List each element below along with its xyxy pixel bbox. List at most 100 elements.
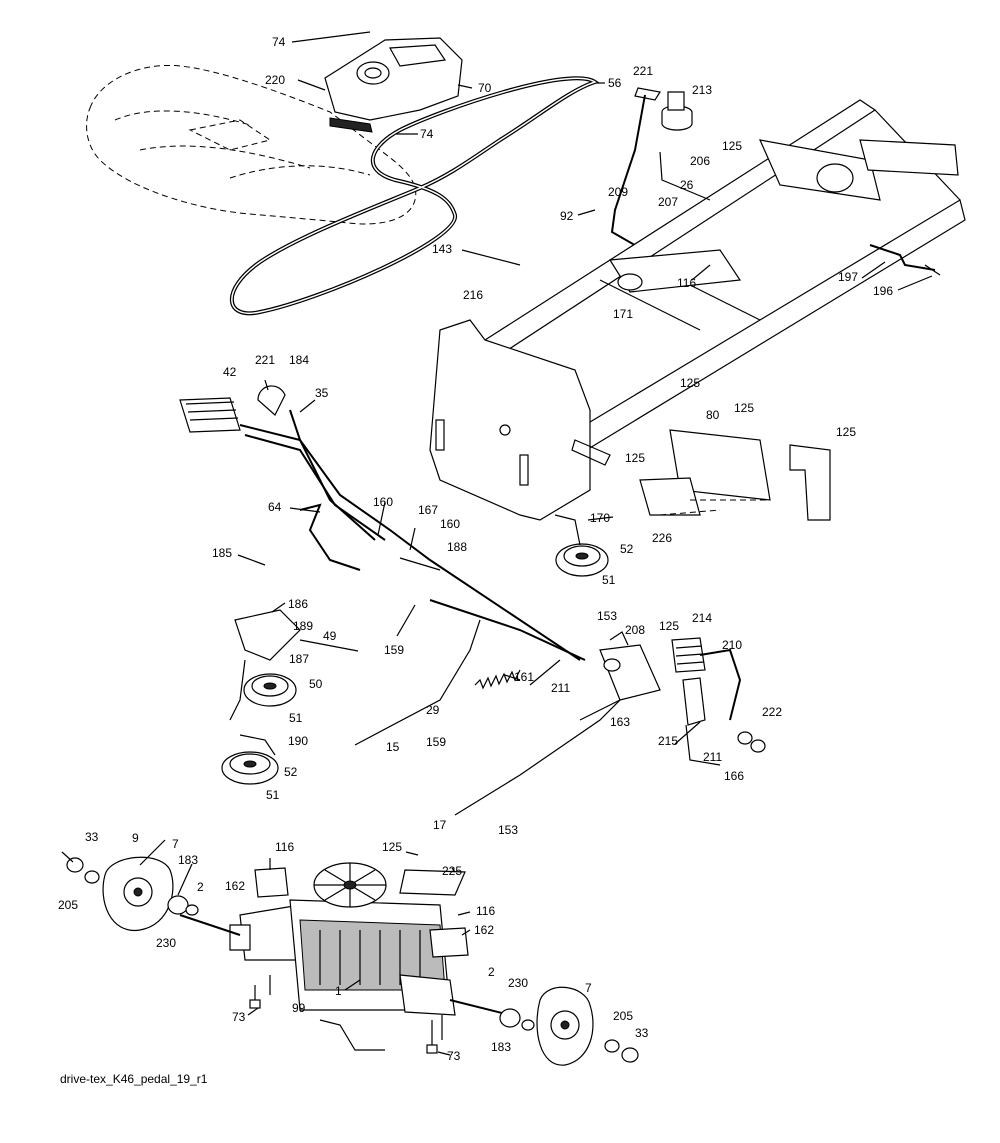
label-125: 125 [734,401,754,415]
dash-console [324,37,463,133]
label-2: 2 [197,880,204,894]
rod-29 [354,619,481,746]
label-99: 99 [292,1001,306,1015]
label-33: 33 [85,830,99,844]
label-51: 51 [602,573,616,587]
drive-belt [229,76,600,316]
label-2: 2 [488,965,495,979]
label-159: 159 [426,735,446,749]
label-206: 206 [690,154,710,168]
label-162: 162 [474,923,494,937]
label-214: 214 [692,611,712,625]
label-159: 159 [384,643,404,657]
label-52: 52 [620,542,634,556]
diagram-caption: drive-tex_K46_pedal_19_r1 [60,1072,208,1086]
label-7: 7 [585,981,592,995]
label-230: 230 [156,936,176,950]
label-64: 64 [268,500,282,514]
label-186: 186 [288,597,308,611]
part-labels: 74 220 70 74 56 221 213 125 206 209 26 9… [58,35,893,1063]
label-153: 153 [597,609,617,623]
label-26: 26 [680,178,694,192]
label-188: 188 [447,540,467,554]
label-42: 42 [223,365,237,379]
label-197: 197 [838,270,858,284]
label-208: 208 [625,623,645,637]
label-74: 74 [420,127,434,141]
label-161: 161 [514,670,534,684]
label-116: 116 [677,276,696,290]
label-221: 221 [255,353,275,367]
label-213: 213 [692,83,712,97]
frame-side-plate [429,319,611,521]
label-35: 35 [315,386,329,400]
rod-99 [319,1019,385,1051]
transaxle [179,899,511,1016]
spring-161 [474,669,521,690]
label-73: 73 [447,1049,461,1063]
pulley-50 [243,673,297,707]
label-7: 7 [172,837,179,851]
label-125: 125 [680,376,700,390]
label-171: 171 [613,307,633,321]
label-153: 153 [498,823,518,837]
pulley-52-lower [221,751,279,785]
label-185: 185 [212,546,232,560]
label-221: 221 [633,64,653,78]
label-216: 216 [463,288,483,302]
label-183: 183 [491,1040,511,1054]
label-92: 92 [560,209,574,223]
label-125: 125 [722,139,742,153]
washers-right [499,1008,639,1063]
label-52: 52 [284,765,298,779]
cooling-fan [313,862,387,908]
label-74: 74 [272,35,286,49]
label-160: 160 [440,517,460,531]
bolts-73 [249,975,443,1054]
label-125: 125 [836,425,856,439]
leader-lines [61,31,933,1056]
pedal-214 [671,637,742,721]
label-143: 143 [432,242,452,256]
label-50: 50 [309,677,323,691]
label-166: 166 [724,769,744,783]
label-51: 51 [289,711,303,725]
label-125: 125 [382,840,402,854]
pedal-215 [682,677,721,766]
pedal-shaft [179,385,586,661]
label-184: 184 [289,353,309,367]
label-160: 160 [373,495,393,509]
label-116: 116 [476,904,495,918]
label-17: 17 [433,818,447,832]
label-211: 211 [551,681,570,695]
label-73: 73 [232,1010,246,1024]
label-33: 33 [635,1026,649,1040]
label-187: 187 [289,652,309,666]
label-226: 226 [652,531,672,545]
label-189: 189 [293,619,313,633]
label-209: 209 [608,185,628,199]
label-170: 170 [590,511,610,525]
label-1: 1 [335,984,342,998]
label-205: 205 [613,1009,633,1023]
label-15: 15 [386,740,400,754]
pedal-bracket [599,631,661,701]
label-196: 196 [873,284,893,298]
label-183: 183 [178,853,198,867]
hood-shell [86,64,417,225]
label-215: 215 [658,734,678,748]
rod-163 [454,679,641,816]
label-29: 29 [426,703,440,717]
label-125: 125 [659,619,679,633]
label-56: 56 [608,76,622,90]
hub-right [536,986,594,1066]
label-220: 220 [265,73,285,87]
label-207: 207 [658,195,678,209]
washers-222-166 [737,731,766,753]
label-70: 70 [478,81,492,95]
label-51: 51 [266,788,280,802]
washers-left [66,857,199,916]
label-116: 116 [275,840,294,854]
label-9: 9 [132,831,139,845]
